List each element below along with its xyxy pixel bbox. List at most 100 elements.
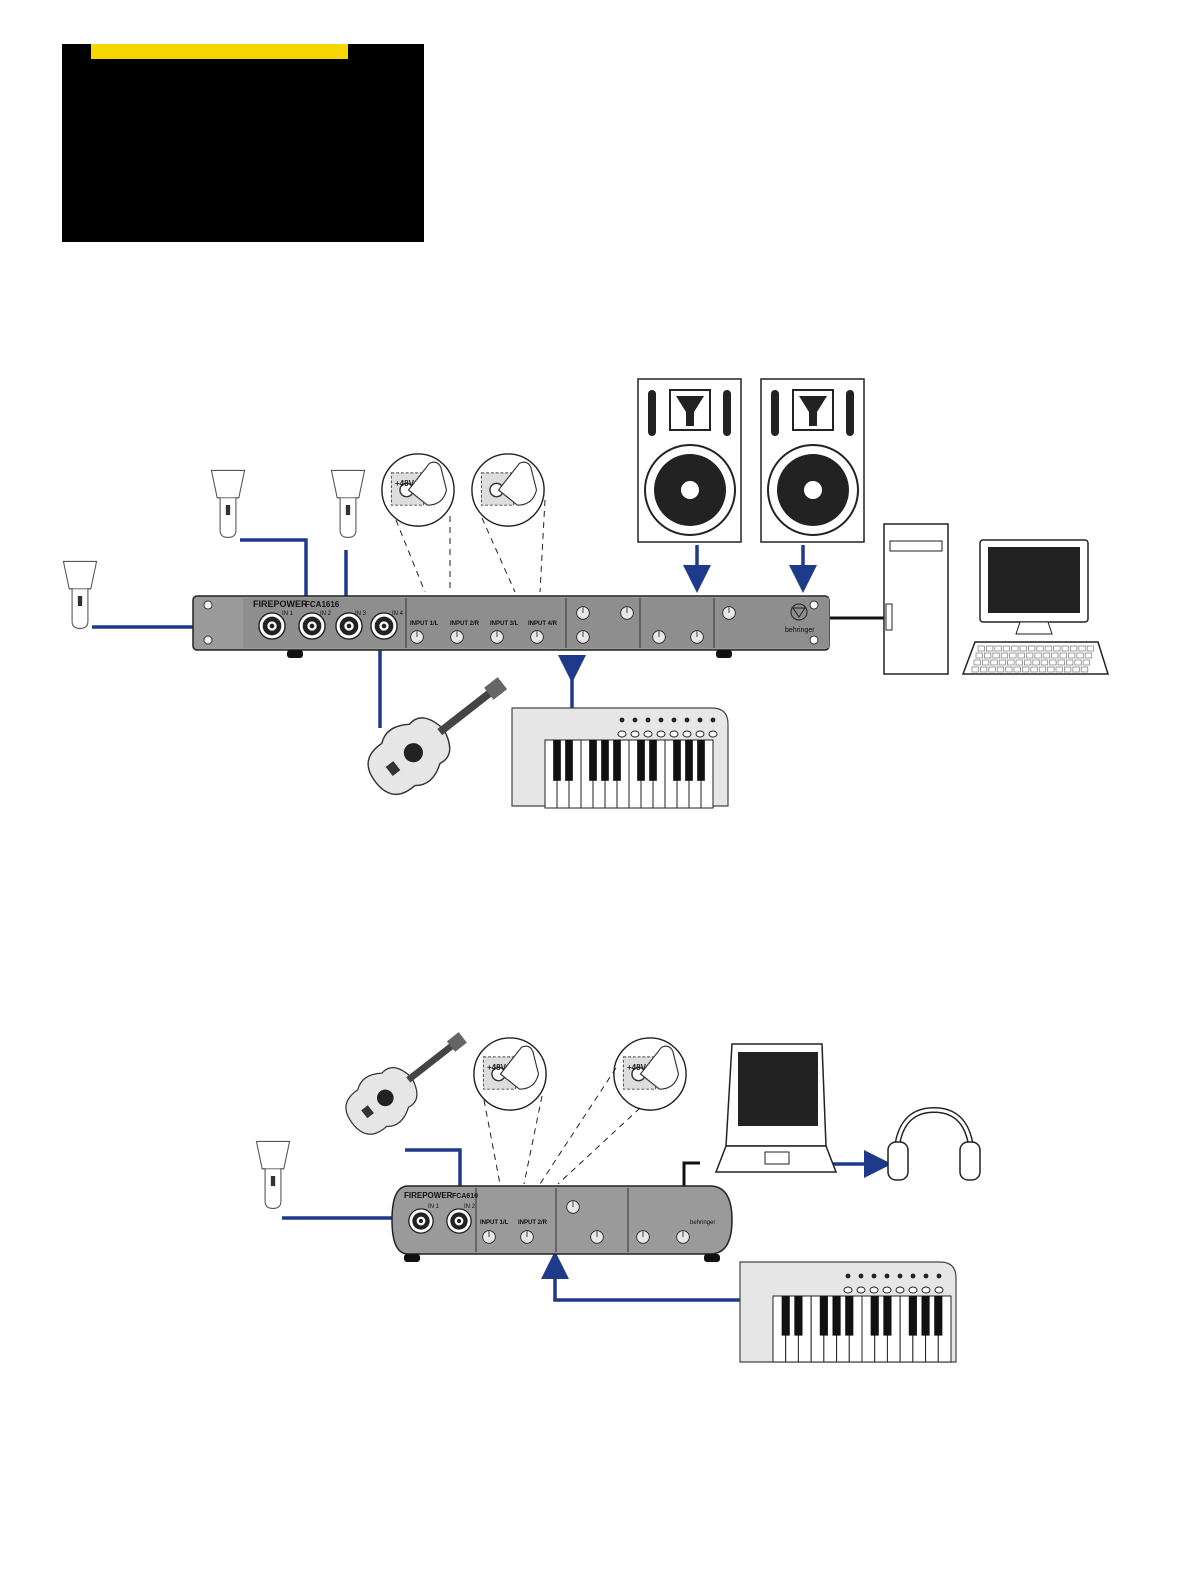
key <box>1051 652 1059 659</box>
key <box>1032 659 1040 666</box>
black-key <box>589 740 597 781</box>
key <box>1078 645 1086 652</box>
bigIn1-label: IN 1 <box>282 611 294 617</box>
knob-6 <box>676 1230 690 1244</box>
key <box>1030 666 1038 673</box>
key <box>1040 659 1049 666</box>
key <box>1047 666 1055 673</box>
midi-led <box>910 1273 916 1279</box>
key <box>971 666 979 673</box>
smIn2-label: IN 2 <box>464 1204 476 1210</box>
key <box>990 659 998 666</box>
black-key <box>921 1296 930 1336</box>
key <box>1068 652 1076 659</box>
microphone-icon-3 <box>330 469 366 539</box>
midi-pad <box>630 730 640 738</box>
headphones-icon <box>887 1106 981 1181</box>
midi-led <box>710 717 716 723</box>
midi-keyboard-icon-bottom <box>739 1261 957 1363</box>
midi-pad <box>643 730 653 738</box>
studio-monitor-icon-right <box>760 378 865 543</box>
key <box>1009 652 1017 659</box>
black-key <box>649 740 657 781</box>
key <box>1007 659 1015 666</box>
guitar-icon-bottom <box>334 1014 480 1147</box>
midi-pad <box>908 1286 918 1294</box>
midi-led <box>697 717 703 723</box>
black-key <box>601 740 609 781</box>
key <box>1026 652 1034 659</box>
key <box>1080 666 1089 673</box>
black-key <box>870 1296 879 1336</box>
midi-pad <box>843 1286 853 1294</box>
black-key <box>883 1296 892 1336</box>
key <box>1000 652 1009 659</box>
header-black-block <box>62 44 424 242</box>
key <box>996 666 1005 673</box>
bigBrand-label: FIREPOWER <box>253 599 308 609</box>
black-key <box>565 740 573 781</box>
gain-knob-10 <box>722 606 736 620</box>
gain-knob-9 <box>690 630 704 644</box>
firewire-cable-bottom <box>682 1161 700 1186</box>
midi-pad <box>682 730 692 738</box>
bigSec2-label: INPUT 2/R <box>450 621 480 627</box>
key <box>1013 666 1021 673</box>
bigIn3-label: IN 3 <box>355 611 367 617</box>
midi-pad <box>934 1286 944 1294</box>
black-key <box>845 1296 854 1336</box>
bigIn4-label: IN 4 <box>392 611 404 617</box>
studio-monitor-icon-left <box>637 378 742 543</box>
black-key <box>673 740 681 781</box>
key <box>1042 652 1051 659</box>
smSec1-label: INPUT 1/L <box>480 1220 509 1226</box>
key <box>1005 666 1013 673</box>
midi-keyboard-icon-top <box>511 707 729 809</box>
midi-pad <box>882 1286 892 1294</box>
cal3-label: +48V <box>627 1063 647 1072</box>
midi-led <box>632 717 638 723</box>
midi-led <box>845 1273 851 1279</box>
gain-knob-3 <box>490 630 504 644</box>
microphone-icon-1 <box>62 560 98 630</box>
gain-knob-2 <box>450 630 464 644</box>
black-key <box>794 1296 803 1336</box>
key <box>994 645 1002 652</box>
key <box>986 645 994 652</box>
callout-phantom-bottom-2: +48V <box>539 1037 687 1185</box>
black-key <box>781 1296 790 1336</box>
midi-pad <box>869 1286 879 1294</box>
key <box>1044 645 1053 652</box>
gain-knob-7 <box>620 606 634 620</box>
key <box>1002 645 1011 652</box>
key <box>1076 652 1084 659</box>
key <box>1084 652 1093 659</box>
key <box>1034 652 1042 659</box>
key <box>1019 645 1027 652</box>
midi-pad <box>695 730 705 738</box>
key <box>1082 659 1091 666</box>
black-key <box>934 1296 943 1336</box>
key <box>1072 666 1080 673</box>
midi-pad <box>856 1286 866 1294</box>
key <box>1061 645 1069 652</box>
gain-knob-8 <box>652 630 666 644</box>
midi-pad <box>708 730 718 738</box>
monitor-icon <box>979 539 1089 635</box>
bigSec3-label: INPUT 3/L <box>490 621 519 627</box>
microphone-icon-2 <box>210 469 246 539</box>
black-key <box>685 740 693 781</box>
key <box>982 659 990 666</box>
key <box>1057 659 1065 666</box>
key <box>977 645 985 652</box>
smModel-label: FCA610 <box>452 1193 478 1200</box>
midi-pad <box>921 1286 931 1294</box>
key <box>980 666 988 673</box>
key <box>1074 659 1082 666</box>
laptop-icon <box>714 1043 838 1173</box>
bigSec4-label: INPUT 4/R <box>528 621 558 627</box>
key <box>984 652 992 659</box>
midi-pad <box>669 730 679 738</box>
midi-pad <box>617 730 627 738</box>
midi-pad <box>656 730 666 738</box>
